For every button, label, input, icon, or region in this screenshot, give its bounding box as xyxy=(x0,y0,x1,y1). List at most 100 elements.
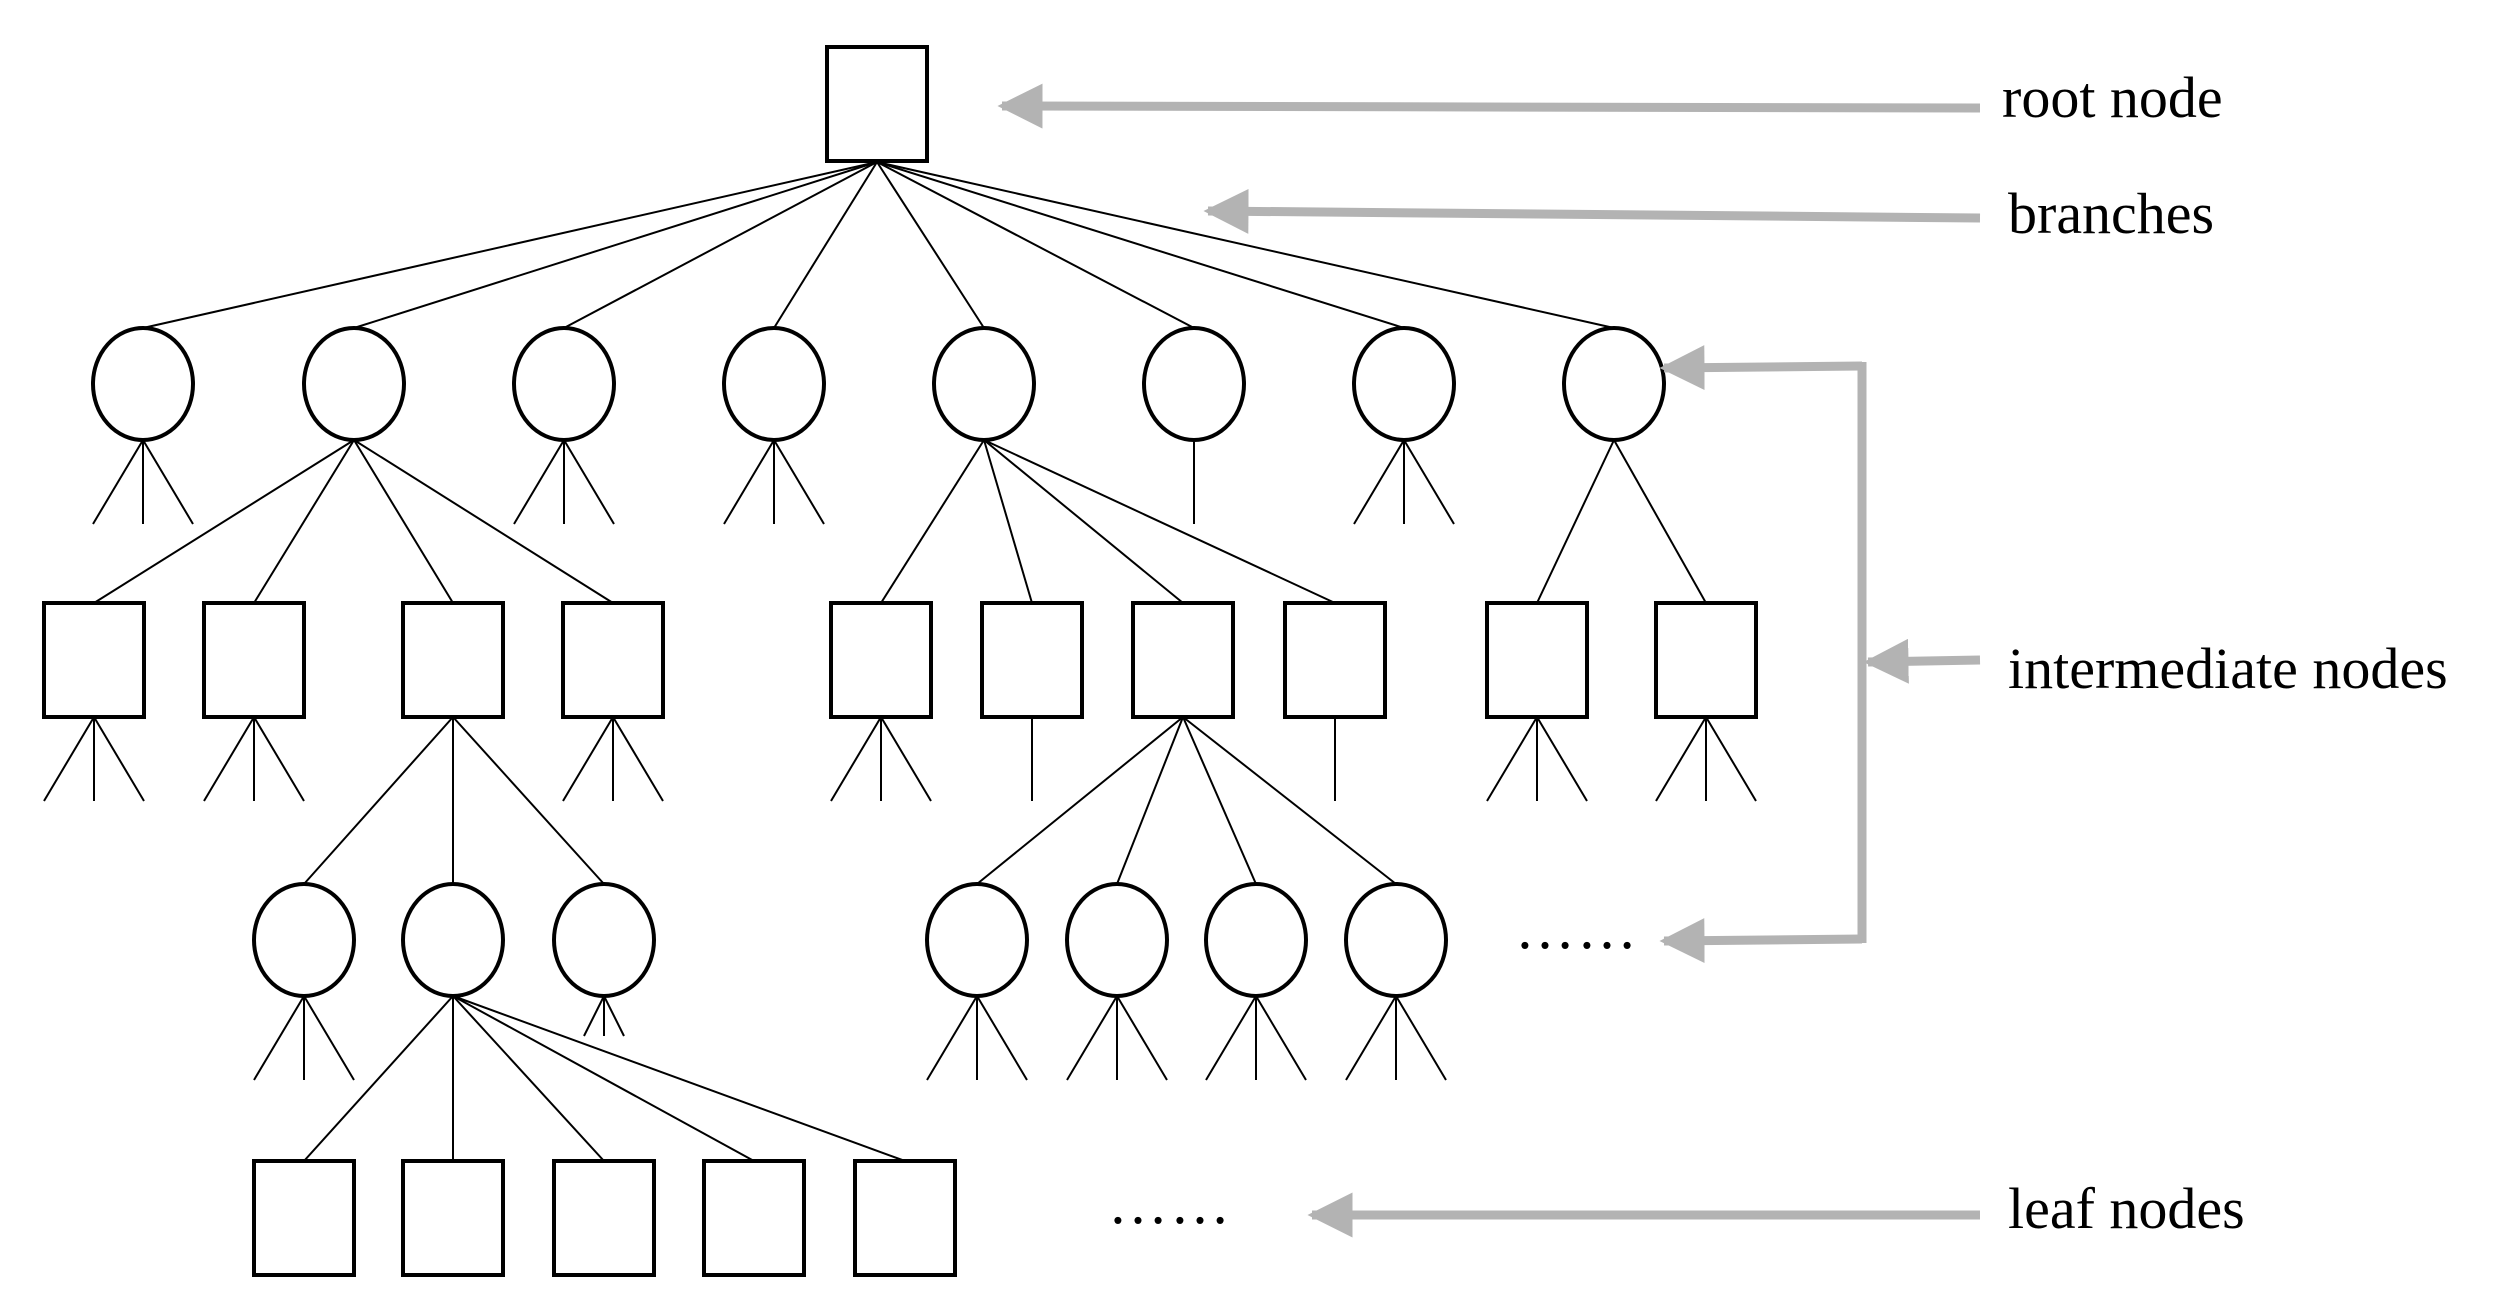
branches-label: branches xyxy=(2008,181,2214,246)
intermediate-node xyxy=(552,882,656,998)
branch-line xyxy=(773,161,878,329)
branch-line xyxy=(876,161,1195,329)
leaf-node xyxy=(252,1159,356,1277)
branch-stub xyxy=(612,716,664,802)
intermediate-node xyxy=(252,882,356,998)
branch-stub xyxy=(926,995,978,1081)
branch-stub xyxy=(1486,716,1538,802)
intermediate-bracket-arrow-top xyxy=(1659,345,1863,391)
intermediate-ellipsis: …… xyxy=(1515,895,1639,961)
branch-stub xyxy=(976,995,1028,1081)
branch-line xyxy=(880,439,985,604)
leaf-node xyxy=(853,1159,957,1277)
intermediate-node xyxy=(401,882,505,998)
branch-stub xyxy=(830,716,882,802)
branch-stub xyxy=(1655,716,1707,802)
branch-stub xyxy=(203,716,255,802)
branch-line xyxy=(303,716,454,885)
branch-stub xyxy=(142,439,194,525)
leaf-ellipsis: …… xyxy=(1108,1170,1232,1236)
intermediate-node xyxy=(561,601,665,719)
branch-line xyxy=(876,161,985,329)
intermediate-node xyxy=(202,601,306,719)
branch-line xyxy=(452,995,755,1162)
branch-line xyxy=(876,161,1615,329)
branch-stub xyxy=(563,439,615,525)
branch-stub xyxy=(1353,439,1405,525)
branch-stub xyxy=(1395,995,1447,1081)
intermediate-nodes-label: intermediate nodes xyxy=(2008,636,2448,701)
branch-line xyxy=(93,439,355,604)
branch-stub xyxy=(1116,995,1168,1081)
leaf-node xyxy=(702,1159,806,1277)
branch-line xyxy=(353,161,878,329)
intermediate-node xyxy=(42,601,146,719)
intermediate-node xyxy=(401,601,505,719)
branch-line xyxy=(452,716,605,885)
intermediate-node xyxy=(722,326,826,442)
branch-line xyxy=(983,439,1184,604)
branch-stub xyxy=(1403,439,1455,525)
intermediate-node xyxy=(980,601,1084,719)
branch-stub xyxy=(253,716,305,802)
branch-line xyxy=(983,439,1336,604)
branches-arrow xyxy=(1203,188,1981,234)
branch-stub xyxy=(583,995,605,1037)
branch-line xyxy=(253,439,355,604)
branch-line xyxy=(1182,716,1257,885)
branch-stub xyxy=(603,995,625,1037)
branch-stub xyxy=(513,439,565,525)
intermediate-node xyxy=(302,326,406,442)
branch-lines xyxy=(43,161,1757,1162)
leaf-node xyxy=(401,1159,505,1277)
branch-stub xyxy=(1345,995,1397,1081)
branch-stub xyxy=(43,716,95,802)
root-node xyxy=(825,45,929,163)
branch-line xyxy=(563,161,878,329)
leaf-nodes-label: leaf nodes xyxy=(2008,1176,2245,1241)
branch-stub xyxy=(1205,995,1257,1081)
branch-stub xyxy=(1066,995,1118,1081)
branch-line xyxy=(983,439,1033,604)
root-node-arrow xyxy=(997,83,1981,129)
intermediate-node xyxy=(1142,326,1246,442)
branch-stub xyxy=(253,995,305,1081)
intermediate-node xyxy=(1131,601,1235,719)
branch-line xyxy=(353,439,614,604)
branch-line xyxy=(1613,439,1707,604)
branch-line xyxy=(1116,716,1184,885)
branch-stub xyxy=(880,716,932,802)
intermediate-nodes-arrow xyxy=(1863,638,1981,684)
branch-line xyxy=(353,439,454,604)
intermediate-node xyxy=(932,326,1036,442)
intermediate-node xyxy=(1485,601,1589,719)
intermediate-node xyxy=(1065,882,1169,998)
branch-line xyxy=(452,995,906,1162)
branch-stub xyxy=(303,995,355,1081)
root-node-label: root node xyxy=(2002,65,2223,130)
intermediate-node xyxy=(1654,601,1758,719)
branch-stub xyxy=(773,439,825,525)
annotation-arrows xyxy=(997,83,1981,1238)
intermediate-node xyxy=(925,882,1029,998)
branch-stub xyxy=(92,439,144,525)
branch-stub xyxy=(723,439,775,525)
intermediate-node xyxy=(1283,601,1387,719)
branch-line xyxy=(142,161,878,329)
leaf-node xyxy=(552,1159,656,1277)
branch-stub xyxy=(1255,995,1307,1081)
branch-line xyxy=(303,995,454,1162)
intermediate-node xyxy=(829,601,933,719)
intermediate-node xyxy=(1352,326,1456,442)
branch-line xyxy=(452,995,605,1162)
branch-line xyxy=(876,161,1405,329)
tree-nodes xyxy=(42,45,1758,1277)
intermediate-node xyxy=(1204,882,1308,998)
intermediate-node xyxy=(512,326,616,442)
branch-stub xyxy=(1705,716,1757,802)
intermediate-bracket-arrow-bottom xyxy=(1659,918,1863,964)
intermediate-node xyxy=(1562,326,1666,442)
intermediate-node xyxy=(1344,882,1448,998)
branch-line xyxy=(976,716,1184,885)
